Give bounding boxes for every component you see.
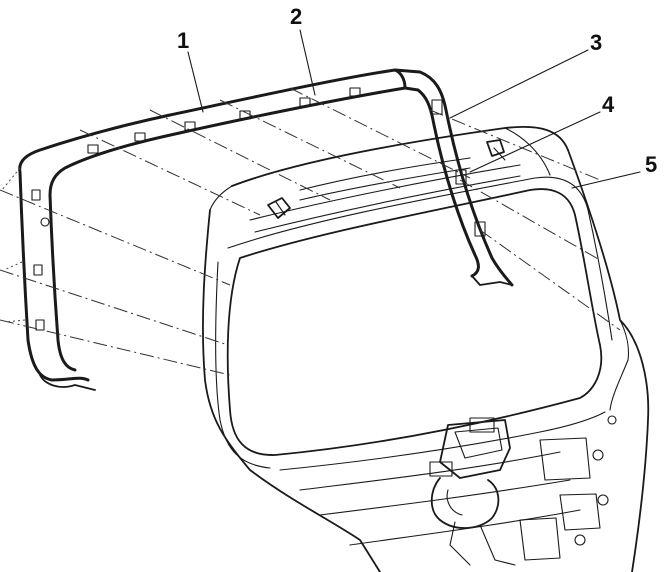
tailgate-body (202, 125, 650, 572)
callout-labels: 1 2 3 4 5 (177, 4, 657, 177)
leader-1 (187, 51, 204, 113)
callout-5: 5 (645, 152, 657, 177)
callout-2: 2 (290, 4, 302, 29)
leader-4 (469, 111, 601, 173)
callout-4: 4 (602, 92, 615, 117)
leader-5 (571, 171, 641, 189)
callout-3: 3 (590, 30, 602, 55)
wiper-motor (429, 417, 516, 566)
callout-1: 1 (177, 28, 189, 53)
clip-4 (267, 139, 506, 219)
leader-2 (299, 29, 316, 96)
assembly-lines (0, 87, 621, 376)
leader-3 (449, 49, 589, 119)
leader-lines (187, 29, 641, 189)
trim-panel-3 (393, 68, 514, 287)
